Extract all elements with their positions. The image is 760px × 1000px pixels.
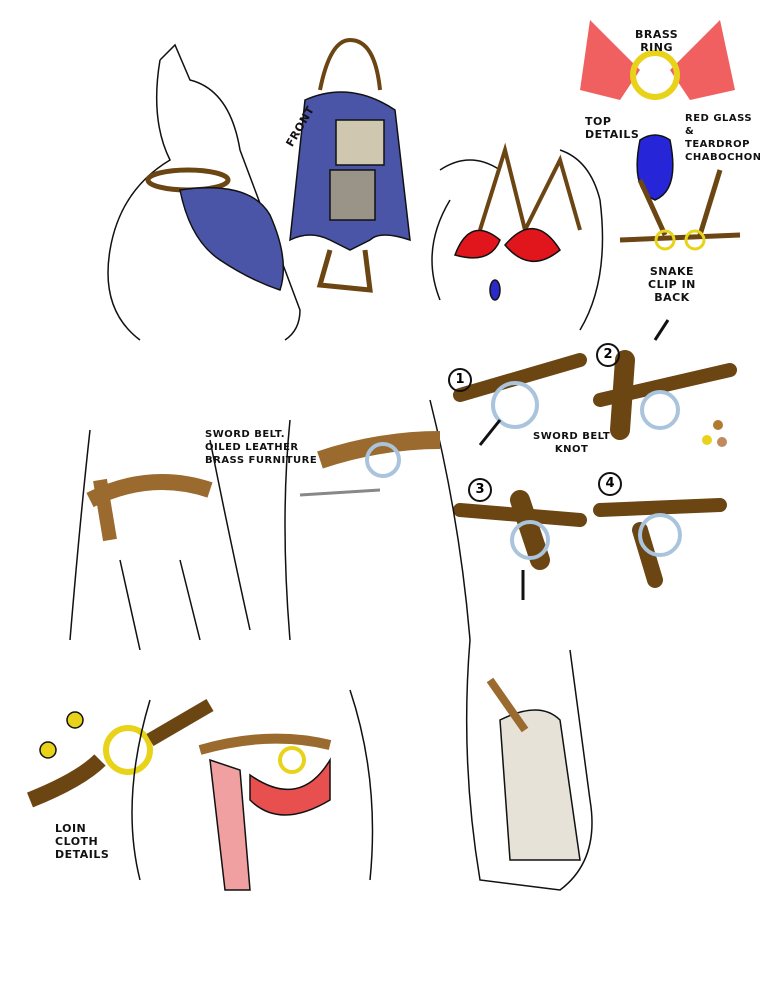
top-figure bbox=[431, 142, 604, 331]
loin-cloth-figure bbox=[27, 689, 374, 891]
wrapped-leg-figure bbox=[465, 639, 593, 891]
label-red-glass: RED GLASS & TEARDROP CHABOCHON bbox=[685, 113, 760, 163]
snake-clip-detail bbox=[619, 169, 741, 251]
knot-steps bbox=[453, 350, 737, 588]
step-number-3: 3 bbox=[468, 478, 492, 502]
sword-belt-figure-2 bbox=[284, 399, 471, 641]
label-loin-cloth: LOIN CLOTH DETAILS bbox=[55, 822, 110, 861]
label-sword-belt-knot: SWORD BELT KNOT bbox=[533, 431, 611, 455]
sword-belt-figure-1 bbox=[69, 429, 251, 651]
label-top-details: TOP DETAILS bbox=[585, 115, 640, 141]
color-swatches bbox=[702, 420, 727, 447]
brass-ring-detail bbox=[580, 20, 735, 201]
armor-front-figure bbox=[289, 37, 411, 293]
label-sword-belt: SWORD BELT. OILED LEATHER BRASS FURNITUR… bbox=[205, 429, 318, 466]
step-number-4: 4 bbox=[598, 472, 622, 496]
step-number-1: 1 bbox=[448, 368, 472, 392]
pauldron-figure bbox=[107, 43, 301, 341]
label-snake-clip: SNAKE CLIP IN BACK bbox=[648, 265, 696, 304]
arrow-icon bbox=[478, 319, 670, 446]
label-brass-ring: BRASS RING bbox=[635, 28, 679, 54]
step-number-2: 2 bbox=[596, 343, 620, 367]
